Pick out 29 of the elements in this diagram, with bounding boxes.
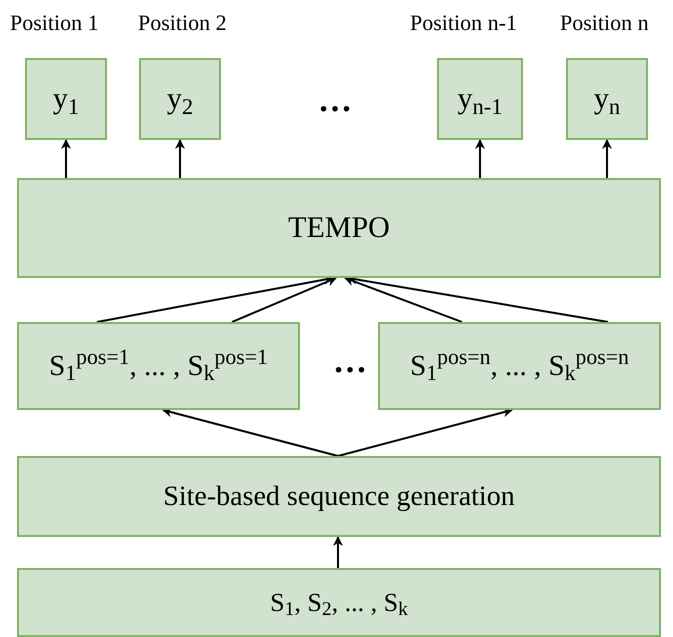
output-box	[437, 58, 523, 140]
node-label: TEMPO	[288, 213, 390, 243]
output-box	[25, 58, 107, 140]
arrow	[175, 139, 185, 178]
ellipsis: …	[333, 345, 367, 379]
sequence-box	[378, 322, 661, 410]
arrow	[602, 139, 612, 178]
ellipsis: …	[318, 84, 352, 118]
process-box	[17, 456, 661, 537]
position-label: Position 1	[10, 12, 99, 34]
node-label: Site-based sequence generation	[163, 482, 515, 510]
node-label: S$_{1}$, S$_{2}$, ... , S$_{k}$	[270, 590, 408, 616]
sequence-box	[17, 322, 300, 410]
output-box	[566, 58, 648, 140]
arrow	[333, 536, 343, 568]
arrow	[61, 139, 71, 178]
position-label: Position n-1	[410, 12, 517, 34]
node-label: y$_{1}$	[52, 84, 80, 114]
model-box	[17, 178, 661, 278]
output-box	[139, 58, 221, 140]
input-box	[17, 568, 661, 637]
position-label: Position n	[560, 12, 649, 34]
arrow	[475, 139, 485, 178]
node-label: y$_{n-1}$	[458, 84, 502, 114]
arrow	[344, 276, 462, 323]
arrow	[232, 276, 337, 323]
node-label: y$_{n}$	[594, 84, 620, 114]
node-label: y$_{2}$	[166, 84, 194, 114]
position-label: Position 2	[138, 12, 227, 34]
